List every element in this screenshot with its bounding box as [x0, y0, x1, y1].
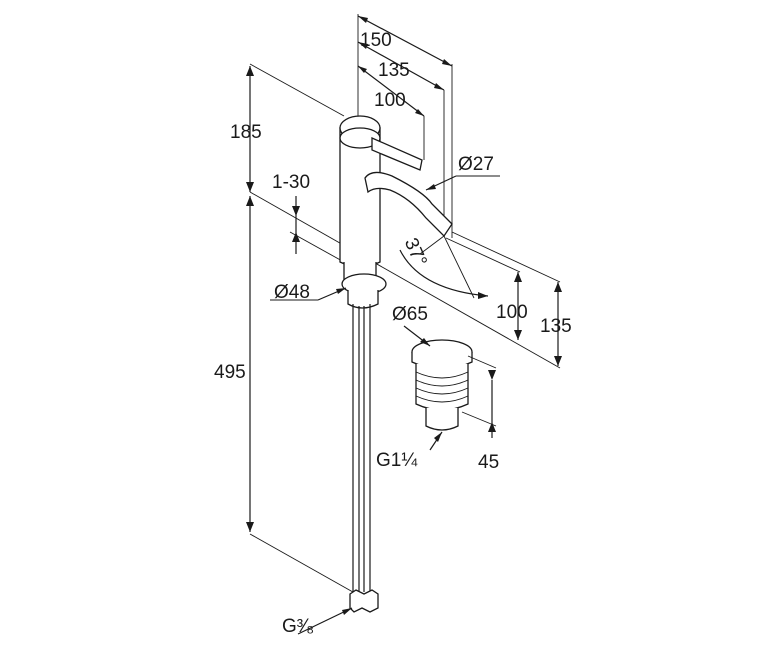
dimension-line-135	[357, 41, 445, 91]
supply-pipes	[349, 304, 379, 613]
arrowhead	[554, 282, 562, 292]
arrowhead	[292, 232, 300, 242]
arrowhead	[246, 66, 254, 76]
angle-arc	[399, 249, 489, 297]
arrowhead	[342, 608, 352, 615]
arrowhead	[478, 292, 488, 299]
label-150: 150	[360, 30, 392, 51]
arrowhead	[488, 370, 496, 380]
label-100-h: 100	[496, 302, 528, 323]
arrowhead	[292, 206, 300, 216]
label-1-30: 1-30	[272, 172, 310, 193]
label-135: 135	[378, 60, 410, 81]
mounting-nut	[347, 290, 379, 309]
height-dimension-lines	[246, 63, 561, 597]
arrowhead	[358, 16, 368, 23]
top-dimension-lines	[357, 14, 453, 238]
arrowhead	[442, 59, 452, 66]
extension-line-spout-outlet	[451, 231, 561, 283]
extension-line-waste-top	[467, 355, 497, 369]
arrowhead	[514, 272, 522, 282]
dimension-line-100	[357, 65, 425, 117]
faucet-top-ring	[339, 127, 381, 149]
arrowhead	[488, 422, 496, 432]
arrowhead	[415, 109, 424, 116]
supply-connectors	[349, 589, 379, 613]
diameter-leaders	[270, 175, 500, 635]
arrowhead	[554, 356, 562, 366]
arrowhead	[434, 432, 442, 442]
label-37deg: 37°	[400, 235, 431, 270]
waste-thread	[415, 387, 469, 395]
label-100: 100	[374, 90, 406, 111]
waste-thread	[415, 371, 469, 379]
arrowhead	[358, 66, 367, 73]
waste-body	[415, 364, 469, 411]
arrowhead	[358, 42, 368, 49]
waste-thread	[415, 395, 469, 403]
extension-line-spout-outlet-2	[445, 237, 521, 273]
arrowhead	[434, 83, 444, 90]
spout-height-dims	[445, 231, 562, 366]
label-d48: Ø48	[274, 282, 310, 303]
waste-thread	[415, 379, 469, 387]
arrowhead	[336, 288, 346, 294]
angle-line-vertical	[443, 235, 475, 299]
lever-handle	[371, 137, 423, 171]
extension-line-waste-bottom	[461, 411, 497, 427]
label-g114: G1¼	[376, 450, 418, 471]
label-495: 495	[214, 362, 246, 383]
waste-valve	[403, 325, 497, 451]
angle-line-spout	[419, 235, 445, 255]
label-45: 45	[478, 452, 499, 473]
label-135-h: 135	[540, 316, 572, 337]
arrowhead	[514, 330, 522, 340]
waste-tail	[425, 408, 459, 431]
extension-line-top	[249, 63, 345, 117]
label-d65: Ø65	[392, 304, 428, 325]
arrowhead	[246, 182, 254, 192]
deck-reference-line	[249, 191, 561, 369]
faucet-body	[339, 115, 453, 309]
label-g38: G³⁄₈	[282, 616, 314, 637]
arrowhead	[420, 338, 430, 346]
dimension-line-150	[357, 15, 453, 67]
label-185: 185	[230, 122, 262, 143]
arrowhead	[246, 196, 254, 206]
extension-line-bottom	[249, 533, 361, 597]
arrowhead	[426, 184, 436, 190]
extension-line-deck	[289, 231, 345, 263]
spout-angle	[399, 235, 489, 299]
label-d27: Ø27	[458, 154, 494, 175]
arrowhead	[246, 522, 254, 532]
